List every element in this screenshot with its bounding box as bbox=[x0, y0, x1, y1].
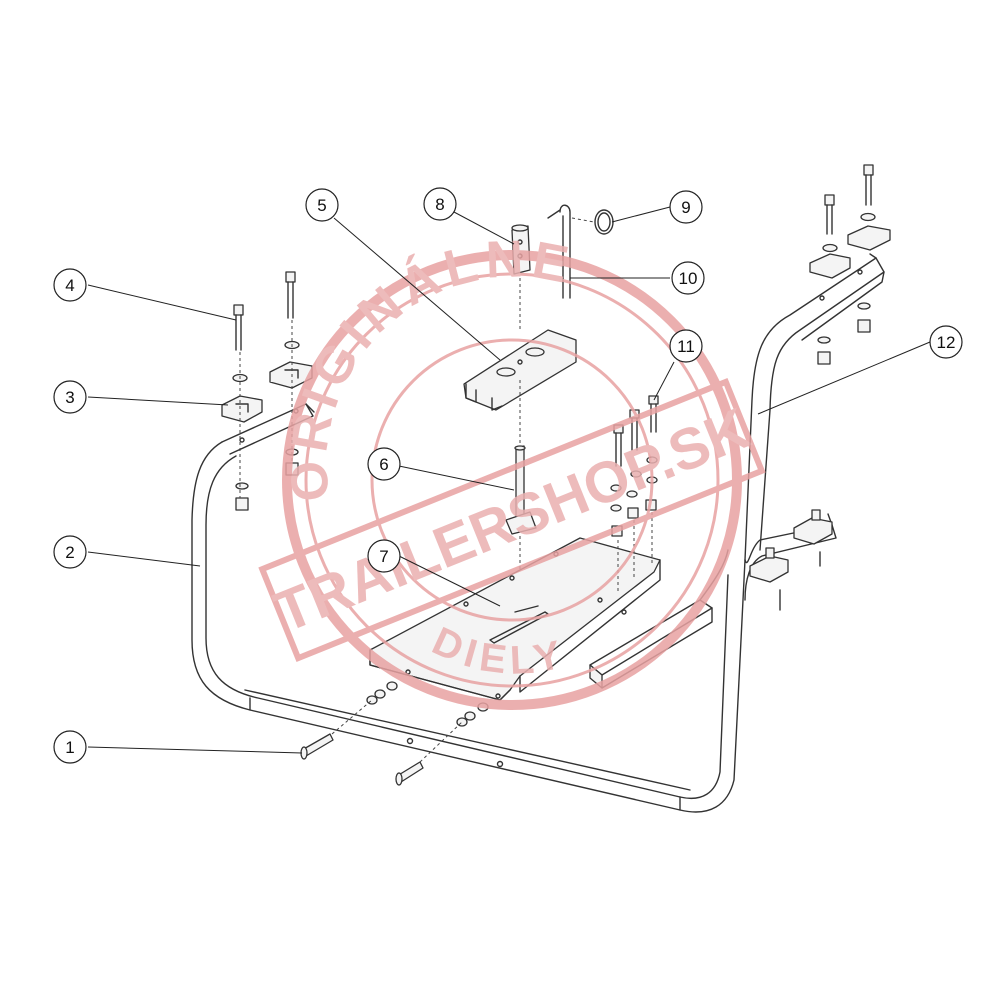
svg-text:10: 10 bbox=[679, 269, 698, 288]
svg-text:5: 5 bbox=[317, 196, 326, 215]
callout-2: 2 bbox=[53, 535, 87, 569]
svg-text:8: 8 bbox=[435, 195, 444, 214]
callout-4: 4 bbox=[53, 268, 87, 302]
callout-5: 5 bbox=[305, 188, 339, 222]
upper-bracket bbox=[463, 329, 577, 450]
right-clamp-assembly bbox=[749, 164, 891, 611]
callout-leaders bbox=[87, 206, 931, 754]
callout-12: 12 bbox=[929, 325, 963, 359]
frame-bolts bbox=[300, 681, 489, 786]
svg-text:4: 4 bbox=[65, 276, 74, 295]
callout-9: 9 bbox=[669, 190, 703, 224]
svg-text:1: 1 bbox=[65, 738, 74, 757]
svg-text:12: 12 bbox=[937, 333, 956, 352]
svg-text:2: 2 bbox=[65, 543, 74, 562]
callout-8: 8 bbox=[423, 187, 457, 221]
callout-10: 10 bbox=[671, 261, 705, 295]
callout-7: 7 bbox=[367, 539, 401, 573]
svg-text:6: 6 bbox=[379, 455, 388, 474]
svg-text:11: 11 bbox=[677, 337, 695, 356]
callout-11: 11 bbox=[669, 329, 703, 363]
svg-text:3: 3 bbox=[65, 388, 74, 407]
callout-3: 3 bbox=[53, 380, 87, 414]
callout-1: 1 bbox=[53, 730, 87, 764]
svg-text:7: 7 bbox=[379, 547, 388, 566]
svg-text:9: 9 bbox=[681, 198, 690, 217]
callout-6: 6 bbox=[367, 447, 401, 481]
